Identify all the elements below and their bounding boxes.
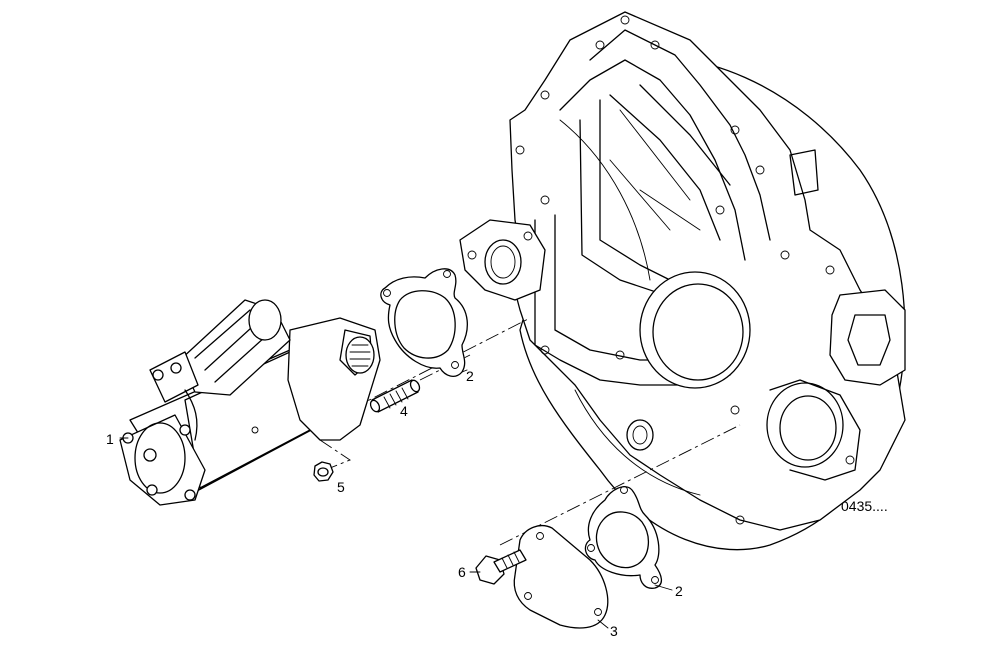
- starter-motor: [119, 299, 381, 506]
- callout-3: 3: [610, 623, 618, 639]
- gasket-upper: [380, 268, 468, 378]
- nut: [313, 461, 334, 482]
- callout-5: 5: [337, 479, 345, 495]
- cover-plate: [513, 525, 609, 629]
- callout-6: 6: [458, 564, 466, 580]
- reference-code: 0435....: [841, 498, 888, 514]
- callout-2-lower: 2: [675, 583, 683, 599]
- stud: [369, 379, 421, 413]
- gasket-lower: [584, 486, 663, 589]
- callout-4: 4: [400, 403, 408, 419]
- leader-lines: [119, 369, 673, 629]
- flywheel-housing: [459, 11, 906, 551]
- callout-1: 1: [106, 431, 114, 447]
- bolt: [475, 549, 527, 585]
- callout-2-upper: 2: [466, 368, 474, 384]
